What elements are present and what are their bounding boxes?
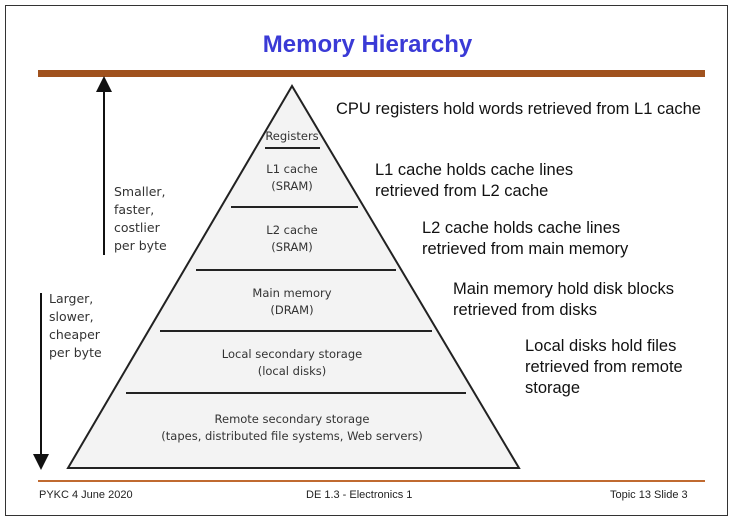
layer-l2-cache: L2 cache (SRAM) xyxy=(266,223,318,254)
layer-remote-secondary-storage: Remote secondary storage (tapes, distrib… xyxy=(161,412,423,443)
footer-left: PYKC 4 June 2020 xyxy=(39,489,133,501)
desc-registers: CPU registers hold words retrieved from … xyxy=(336,100,701,118)
footer-center: DE 1.3 - Electronics 1 xyxy=(306,489,413,501)
layer-local-secondary-storage: Local secondary storage (local disks) xyxy=(221,347,363,378)
desc-main-memory: Main memory hold disk blocks retrieved f… xyxy=(453,280,674,319)
desc-l1-cache: L1 cache holds cache lines retrieved fro… xyxy=(375,161,574,200)
title-rule xyxy=(38,70,705,77)
layer-registers: Registers xyxy=(265,129,319,143)
up-arrow-label: Smaller, faster, costlier per byte xyxy=(114,184,167,253)
desc-local-disks: Local disks hold files retrieved from re… xyxy=(525,337,683,397)
layer-l1-cache: L1 cache (SRAM) xyxy=(266,162,318,193)
desc-l2-cache: L2 cache holds cache lines retrieved fro… xyxy=(422,219,629,258)
layer-main-memory: Main memory (DRAM) xyxy=(252,286,332,317)
pyramid-outline xyxy=(66,84,521,469)
footer-right: Topic 13 Slide 3 xyxy=(610,489,688,501)
slide-title: Memory Hierarchy xyxy=(262,31,473,58)
down-arrow-label: Larger, slower, cheaper per byte xyxy=(49,291,102,360)
footer-rule xyxy=(38,480,705,482)
